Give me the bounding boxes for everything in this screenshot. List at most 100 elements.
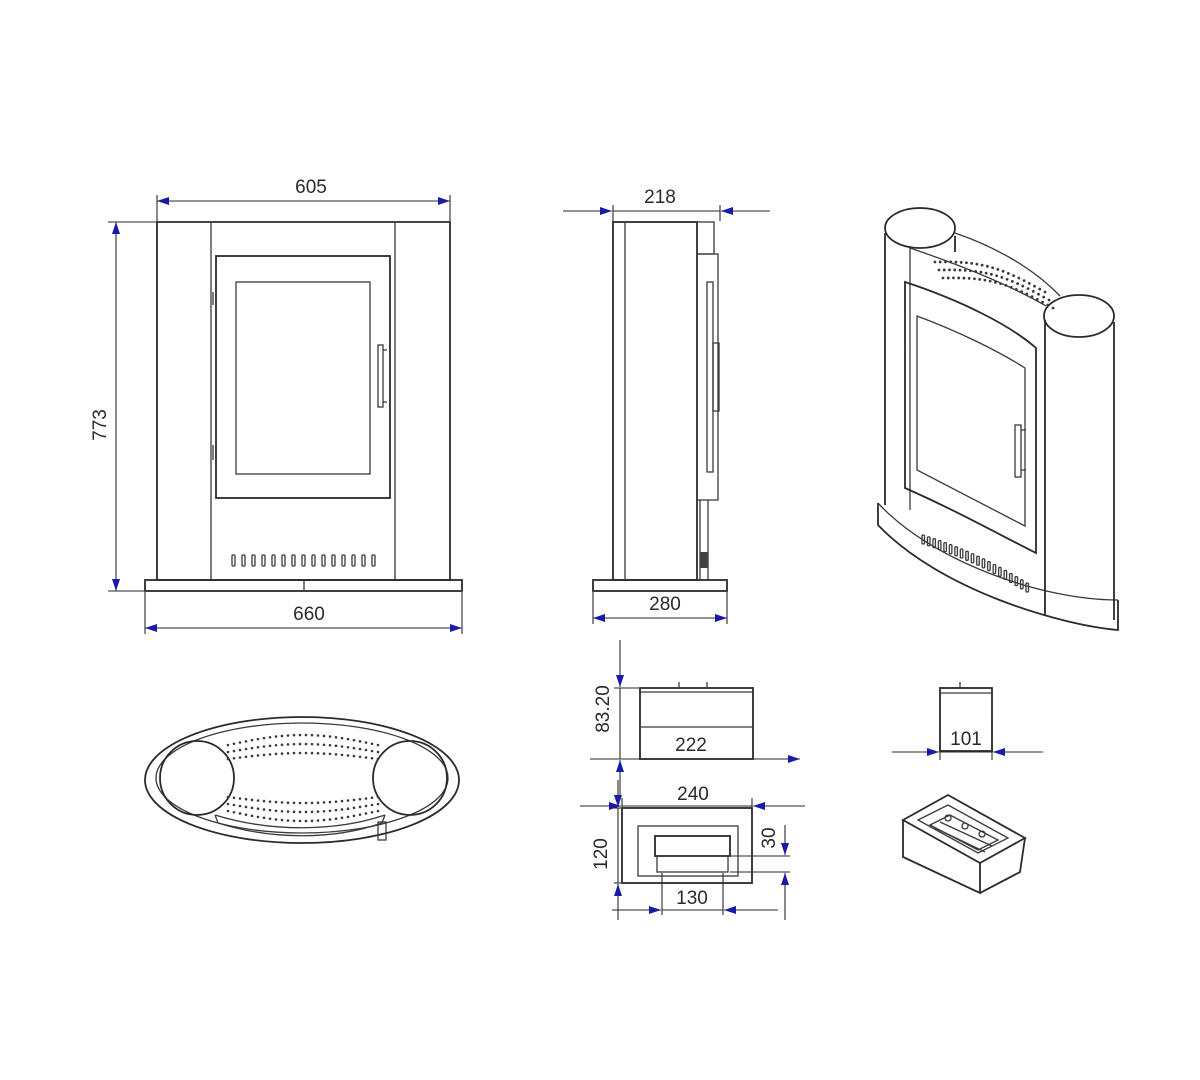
isometric-top-dot <box>1017 276 1021 280</box>
top-view-dot <box>376 743 380 747</box>
isometric-top-dot <box>941 276 945 280</box>
top-view-dot <box>238 804 242 808</box>
top-view-dot <box>268 735 272 739</box>
isometric-top-dot <box>989 272 993 276</box>
front-vent-slot <box>341 554 346 567</box>
top-view-dot <box>346 754 350 757</box>
top-view-dot <box>262 799 266 803</box>
isometric-top-dot <box>946 276 950 280</box>
front-vent-slot <box>281 554 286 567</box>
isometric-vent-slot <box>1019 579 1024 590</box>
top-view-dot <box>226 750 230 754</box>
top-view-dot <box>268 817 272 821</box>
top-view <box>144 716 460 844</box>
isometric-top-dot <box>958 268 962 272</box>
top-view-dot <box>286 819 290 822</box>
top-view-dot <box>364 756 368 759</box>
top-view-dot <box>310 733 314 737</box>
isometric-top-dot <box>974 269 978 273</box>
top-view-dot <box>286 751 290 755</box>
top-view-dot <box>244 797 248 801</box>
top-view-dot <box>334 744 338 748</box>
top-view-dot <box>376 802 380 806</box>
top-view-dot <box>238 812 242 815</box>
top-view-dot <box>310 810 314 814</box>
isometric-top-dot <box>933 260 937 264</box>
burner-height-label: 83.20 <box>593 685 614 733</box>
top-view-dot <box>352 798 356 802</box>
base-width-dimension: 660 <box>144 592 463 634</box>
isometric-vent-slot <box>976 555 980 566</box>
isometric-view <box>877 207 1119 631</box>
burner-plan-width-dimension: 120 <box>591 780 622 920</box>
isometric-top-dot <box>1037 292 1040 296</box>
top-view-dot <box>250 806 254 810</box>
isometric-top-dot <box>1043 290 1047 294</box>
burner-plan-view <box>621 807 753 884</box>
top-view-dot <box>364 804 368 808</box>
top-view-dot <box>334 753 338 756</box>
top-view-dot <box>250 746 254 750</box>
top-view-dot <box>274 752 278 756</box>
top-view-dot <box>226 809 230 813</box>
isometric-top-dot <box>1014 287 1018 291</box>
top-view-dot <box>364 797 368 800</box>
front-vent-slot <box>371 554 376 567</box>
top-view-dot <box>328 743 332 747</box>
top-view-dot <box>322 818 326 822</box>
top-view-dot <box>322 801 326 804</box>
front-vents <box>231 554 376 567</box>
side-base-dimension: 280 <box>592 592 728 624</box>
side-depth-dimension: 218 <box>563 187 770 221</box>
isometric-vent-slot <box>948 544 953 555</box>
top-view-dot <box>340 753 344 757</box>
top-view-dot <box>358 813 362 816</box>
top-view-dot <box>274 800 278 804</box>
top-view-dot <box>370 742 374 746</box>
isometric-top-dot <box>1047 298 1051 302</box>
isometric-top-dot <box>938 260 942 264</box>
isometric-top-dots <box>933 260 1055 310</box>
top-view-dot <box>340 799 344 803</box>
front-vent-slot <box>261 554 266 567</box>
top-view-dot <box>250 814 254 818</box>
side-view <box>592 221 728 592</box>
burner-end-view <box>939 682 993 752</box>
isometric-top-dot <box>963 268 967 272</box>
top-view-dot <box>256 745 260 749</box>
isometric-vents <box>921 534 1030 593</box>
isometric-top-dot <box>1016 282 1019 286</box>
isometric-top-dot <box>1005 277 1009 281</box>
front-vent-slot <box>301 554 306 567</box>
top-view-dot <box>304 801 308 805</box>
top-view-dot <box>322 809 326 813</box>
top-view-dot <box>274 809 278 813</box>
top-view-dot <box>256 799 260 802</box>
front-width-label: 605 <box>295 177 327 198</box>
burner-length-label: 222 <box>675 735 707 756</box>
top-view-dot <box>274 743 278 747</box>
isometric-top-dot <box>948 268 951 272</box>
isometric-vent-slot <box>932 538 937 549</box>
top-view-dot <box>322 752 326 755</box>
isometric-top-dot <box>1051 306 1055 310</box>
top-view-dot <box>286 743 290 746</box>
isometric-top-dot <box>985 264 989 268</box>
top-view-dot <box>244 740 248 743</box>
top-view-dot <box>262 736 266 740</box>
side-depth-label: 218 <box>644 187 676 208</box>
burner-opening-width-dimension: 30 <box>730 825 790 920</box>
isometric-vent-slot <box>926 536 931 547</box>
top-view-dot <box>232 810 236 814</box>
isometric-vent-slot <box>1008 572 1013 584</box>
top-view-dot <box>262 816 266 820</box>
top-view-dot <box>256 815 260 819</box>
top-view-dot <box>310 751 314 755</box>
top-view-dot <box>292 751 296 755</box>
front-vent-slot <box>251 554 256 567</box>
top-view-dot <box>304 751 308 755</box>
top-view-dot <box>364 748 368 752</box>
base-width-label: 660 <box>293 604 325 625</box>
top-view-dot <box>346 815 350 819</box>
top-view-dot <box>340 808 344 811</box>
